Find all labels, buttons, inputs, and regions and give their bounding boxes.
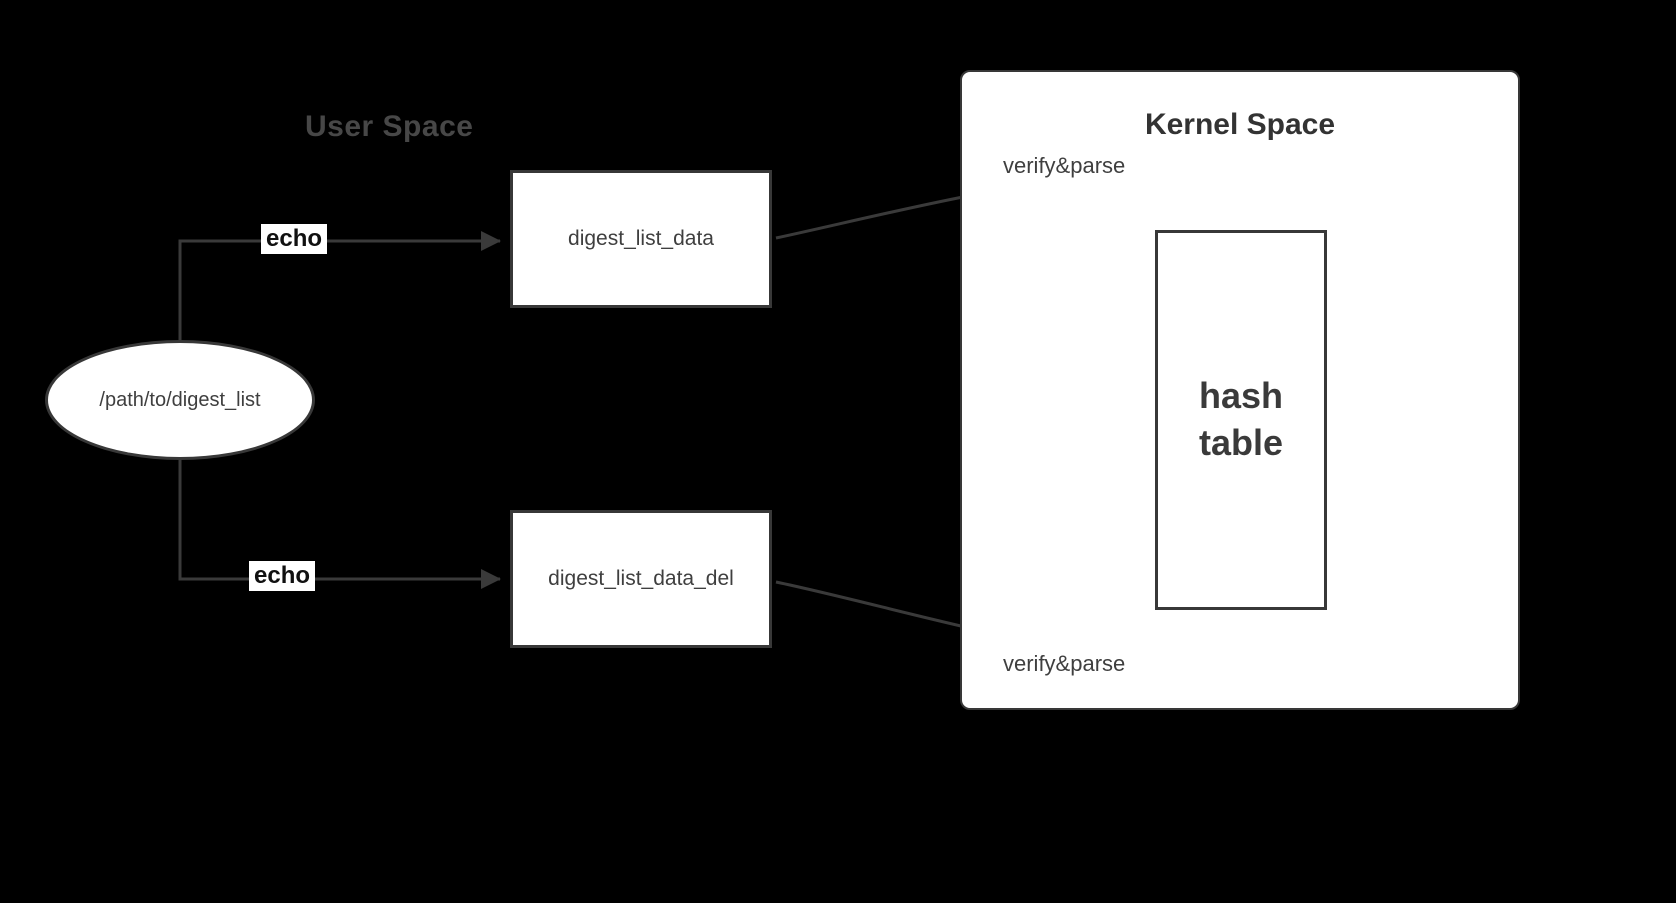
echo-label-bottom: echo — [249, 561, 316, 591]
verify-parse-label-top: verify&parse — [1003, 153, 1126, 178]
echo-label-top: echo — [261, 224, 328, 254]
edge-echo-bottom — [178, 458, 501, 589]
hash-table-node: hash table — [1155, 230, 1327, 610]
digest-list-data-del-node: digest_list_data_del — [510, 510, 772, 648]
user-space-title: User Space — [305, 110, 474, 143]
verify-parse-label-bottom: verify&parse — [1003, 651, 1126, 676]
digest-list-data-node: digest_list_data — [510, 170, 772, 308]
digest-list-path-node: /path/to/digest_list — [45, 340, 315, 460]
kernel-space-title: Kernel Space — [1144, 108, 1336, 141]
edge-echo-top — [178, 231, 501, 342]
